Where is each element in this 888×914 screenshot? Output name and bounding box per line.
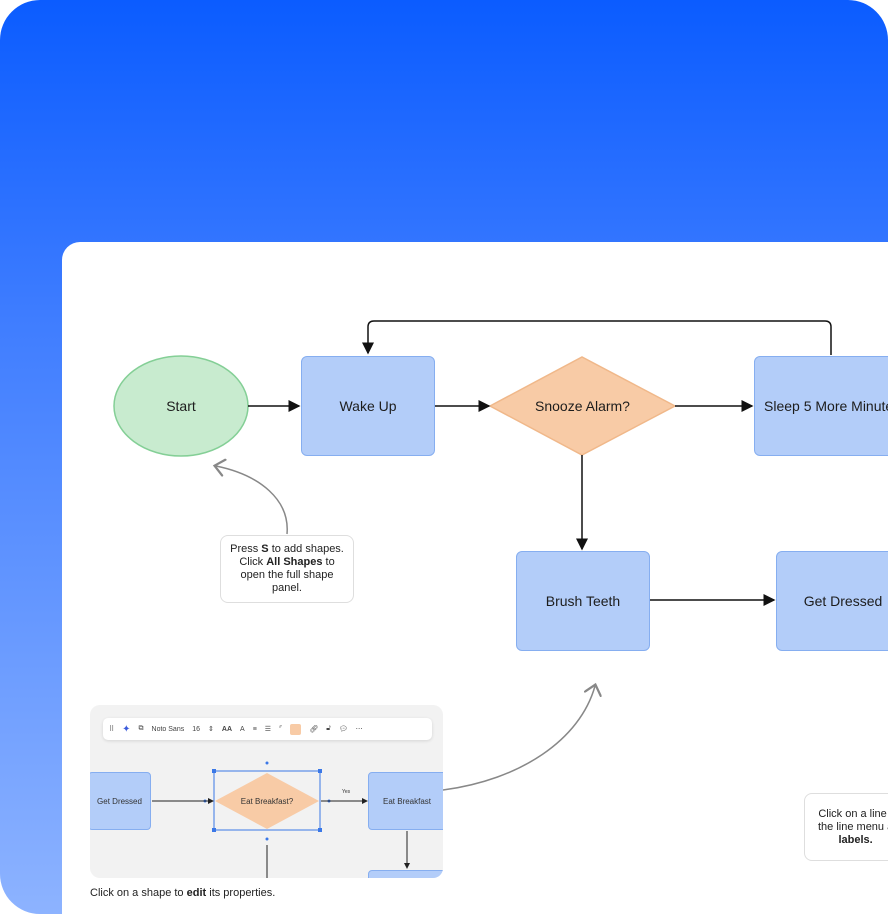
- inset-eat-breakfast-q: Eat Breakfast?: [240, 796, 294, 806]
- shapes-icon[interactable]: ⧉: [138, 725, 144, 732]
- more-icon[interactable]: ⋯: [355, 726, 363, 733]
- hint-arrow-edit: [442, 686, 595, 791]
- comment-icon[interactable]: 💬︎: [338, 726, 348, 733]
- corner-icon[interactable]: ⌜: [279, 726, 283, 733]
- selection-box[interactable]: [213, 770, 321, 831]
- edit-caption: Click on a shape to edit its properties.: [90, 887, 276, 899]
- fill-color-swatch[interactable]: [290, 723, 302, 735]
- drag-handle-icon[interactable]: ⠿: [109, 726, 115, 733]
- wake-up-box[interactable]: Wake Up: [301, 356, 435, 456]
- start-label: Start: [166, 398, 196, 414]
- sleep-box[interactable]: Sleep 5 More Minutes: [754, 356, 888, 456]
- snooze-label: Snooze Alarm?: [535, 398, 630, 414]
- lock-icon[interactable]: 🔓︎: [326, 725, 331, 732]
- inset-get-dressed[interactable]: Get Dressed: [90, 772, 151, 830]
- font-size[interactable]: 16: [192, 725, 201, 733]
- hint-arrow-shapes: [216, 466, 288, 535]
- ai-sparkle-icon[interactable]: ✦: [122, 723, 131, 735]
- edit-screenshot: ⠿ ✦ ⧉ Noto Sans 16 ⇕ AA A ≡ ☰ ⌜ 🔗︎ 🔓︎ 💬︎…: [90, 705, 443, 878]
- brush-teeth-box[interactable]: Brush Teeth: [516, 551, 650, 651]
- size-stepper-icon[interactable]: ⇕: [208, 726, 214, 733]
- text-color-icon[interactable]: A: [240, 725, 245, 733]
- inset-next-box[interactable]: [368, 870, 443, 878]
- inset-connectors: [152, 761, 410, 878]
- list-icon[interactable]: ☰: [264, 726, 272, 733]
- arrow-sleep-wake-loop[interactable]: [362, 320, 832, 355]
- align-icon[interactable]: ≡: [252, 725, 257, 733]
- link-icon[interactable]: 🔗︎: [309, 726, 319, 733]
- font-select[interactable]: Noto Sans: [151, 725, 185, 733]
- shape-toolbar: ⠿ ✦ ⧉ Noto Sans 16 ⇕ AA A ≡ ☰ ⌜ 🔗︎ 🔓︎ 💬︎…: [103, 718, 432, 740]
- get-dressed-box[interactable]: Get Dressed: [776, 551, 888, 651]
- eat-breakfast-diamond[interactable]: [215, 773, 319, 829]
- inset-eat-breakfast[interactable]: Eat Breakfast: [368, 772, 443, 830]
- yes-label[interactable]: Yes: [342, 789, 351, 795]
- text-size-icon[interactable]: AA: [221, 725, 233, 733]
- tip-shapes: Press S to add shapes. Click All Shapes …: [220, 535, 354, 603]
